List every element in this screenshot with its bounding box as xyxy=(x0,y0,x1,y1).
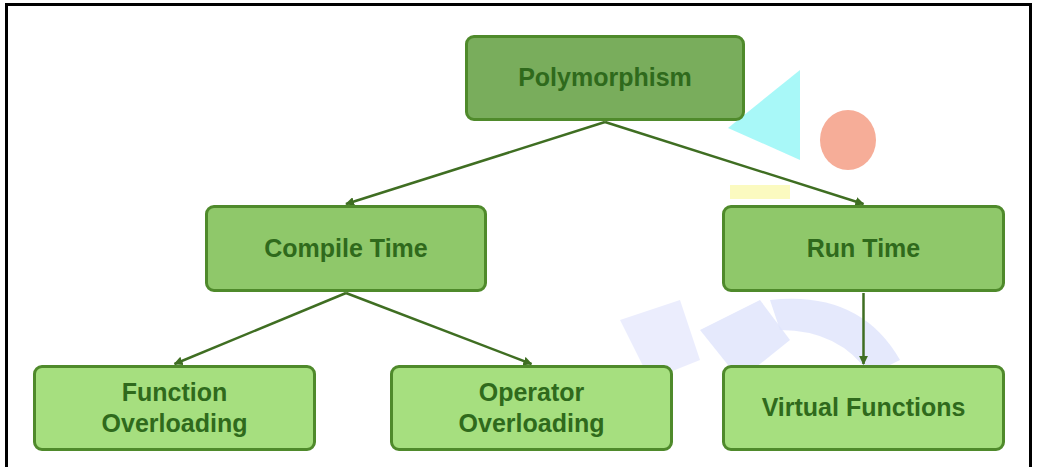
process-box: Polymorphism xyxy=(465,35,745,121)
arrow-connector xyxy=(175,293,347,364)
node-label: Function Overloading xyxy=(48,377,301,440)
watermark-circle xyxy=(820,110,876,170)
watermark-stripe xyxy=(770,299,900,375)
node-label: Run Time xyxy=(807,233,920,264)
arrow-connector xyxy=(346,293,532,364)
process-box: Function Overloading xyxy=(33,365,316,451)
process-box: Run Time xyxy=(722,205,1005,292)
arrow-connector xyxy=(346,122,605,204)
frame-border xyxy=(7,5,1031,467)
process-box: Operator Overloading xyxy=(390,365,673,451)
node-label: Operator Overloading xyxy=(405,377,658,440)
node-label: Compile Time xyxy=(264,233,427,264)
watermark-bar xyxy=(730,185,790,199)
process-box: Virtual Functions xyxy=(722,365,1005,451)
process-box: Compile Time xyxy=(205,205,487,292)
node-label: Polymorphism xyxy=(518,62,692,93)
node-label: Virtual Functions xyxy=(762,392,966,423)
arrow-connector xyxy=(862,293,865,364)
arrow-connector xyxy=(605,122,864,204)
